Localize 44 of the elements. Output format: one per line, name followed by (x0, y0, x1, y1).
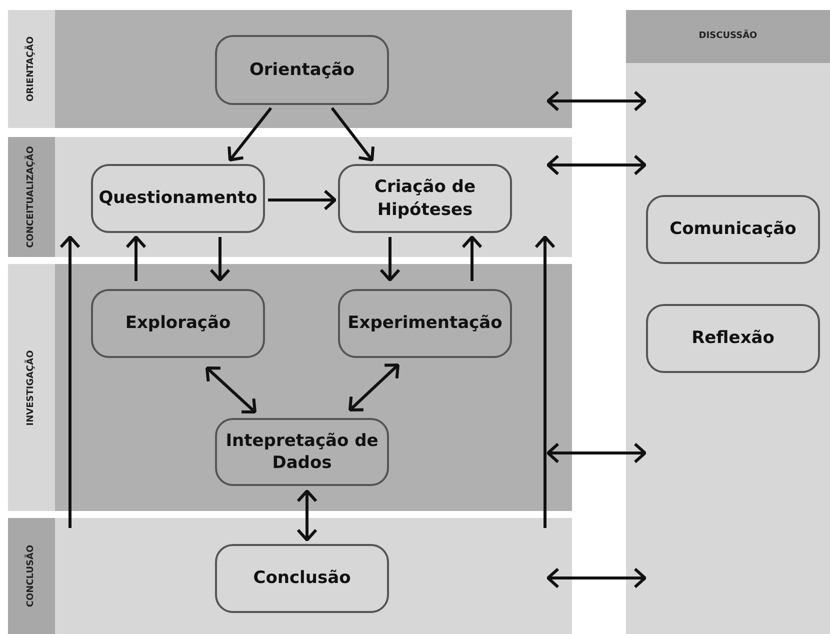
arrow (348, 364, 400, 412)
step-label: Reflexão (690, 327, 776, 350)
process-box (91, 289, 265, 358)
phase-label: CONCEITUALIZAÇÃO (26, 146, 36, 248)
arrow (330, 107, 375, 162)
arrow (268, 190, 336, 210)
process-box (215, 544, 389, 613)
arrow (546, 90, 646, 112)
phase-label: DISCUSSÃO (698, 31, 758, 41)
process-box (215, 418, 389, 486)
phase-band (8, 10, 572, 128)
arrow (206, 366, 256, 414)
step-label: Experimentação (346, 312, 504, 335)
step-label: Orientação (248, 58, 356, 82)
phase-band (8, 518, 572, 634)
step-label: Questionamento (98, 187, 258, 210)
step-label: Intepretação de Dados (224, 430, 380, 474)
arrow (546, 442, 646, 464)
process-box (338, 164, 512, 233)
phase-label: INVESTIGAÇÃO (26, 350, 36, 426)
arrow (546, 568, 646, 588)
process-box (338, 289, 512, 358)
step-label: Comunicação (668, 218, 798, 241)
arrow (462, 236, 482, 281)
process-box (646, 195, 820, 264)
process-box (91, 164, 265, 233)
arrow (126, 236, 146, 281)
arrow (546, 154, 646, 176)
arrow (210, 237, 230, 282)
arrow (228, 107, 272, 162)
process-box (215, 35, 389, 105)
arrow (296, 490, 318, 542)
arrow (534, 236, 556, 528)
arrow (60, 236, 80, 528)
phase-label: ORIENTAÇÃO (26, 36, 36, 102)
phase-band (8, 264, 572, 511)
phase-column (626, 10, 830, 634)
step-label: Exploração (124, 312, 232, 335)
process-box (646, 304, 820, 373)
step-label: Conclusão (252, 567, 352, 590)
phase-band (8, 137, 572, 257)
phase-label: CONCLUSÃO (26, 544, 36, 608)
step-label: Criação de Hipóteses (373, 176, 476, 221)
arrow (380, 237, 400, 282)
